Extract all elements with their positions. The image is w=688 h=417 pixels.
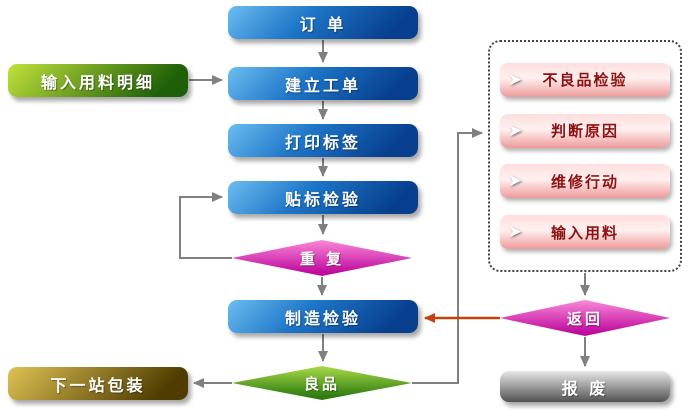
node-input-material-detail: 输入用料明细: [8, 64, 188, 97]
node-next-station-packing-label: 下一站包装: [50, 375, 146, 395]
node-print-label-label: 打印标签: [284, 132, 361, 152]
node-print-label: 打印标签: [228, 124, 418, 157]
node-order-label: 订 单: [299, 14, 347, 34]
node-input-material-detail-label: 输入用料明细: [40, 72, 155, 92]
node-scrap-label: 报 废: [561, 378, 609, 398]
repair-step-label: 输入用料: [550, 223, 619, 242]
node-next-station-packing: 下一站包装: [8, 367, 188, 400]
node-scrap: 报 废: [500, 371, 670, 402]
node-create-work-order: 建立工单: [228, 67, 418, 100]
node-return-label: 返回: [566, 309, 603, 328]
repair-step-repair-action: ➤ 维修行动: [500, 164, 670, 199]
node-good-product-label: 良品: [303, 374, 340, 393]
node-order: 订 单: [228, 6, 418, 39]
node-repeat-label: 重 复: [299, 249, 345, 268]
node-label-inspection: 贴标检验: [228, 181, 418, 214]
step-arrow-icon: ➤: [508, 69, 523, 90]
node-manufacture-inspection: 制造检验: [228, 300, 418, 333]
node-manufacture-inspection-label: 制造检验: [284, 308, 361, 328]
step-arrow-icon: ➤: [508, 222, 523, 243]
repair-step-defective-inspection: ➤ 不良品检验: [500, 62, 670, 97]
node-label-inspection-label: 贴标检验: [284, 189, 361, 209]
node-create-work-order-label: 建立工单: [284, 75, 361, 95]
repair-step-judge-cause: ➤ 判断原因: [500, 113, 670, 148]
step-arrow-icon: ➤: [508, 120, 523, 141]
repair-step-label: 维修行动: [550, 172, 619, 191]
repair-loop-group: ➤ 不良品检验 ➤ 判断原因 ➤ 维修行动 ➤ 输入用料: [488, 40, 682, 272]
step-arrow-icon: ➤: [508, 171, 523, 192]
repair-step-label: 不良品检验: [542, 71, 628, 90]
repair-step-input-material: ➤ 输入用料: [500, 215, 670, 250]
repair-step-label: 判断原因: [550, 122, 619, 141]
